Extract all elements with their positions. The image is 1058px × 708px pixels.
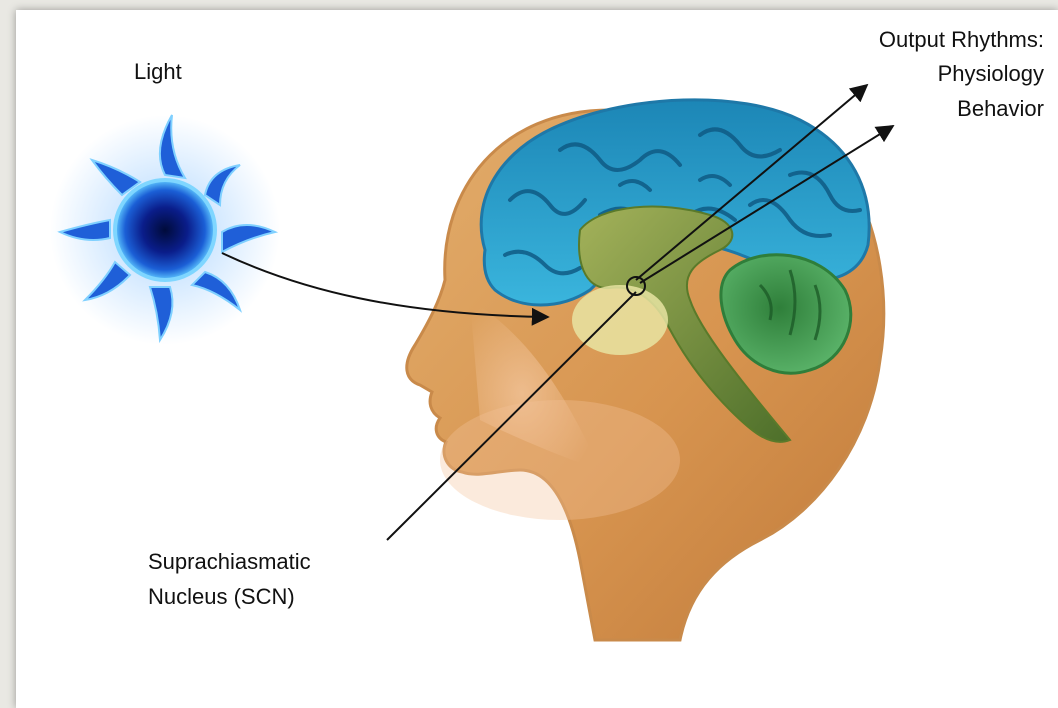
light-label: Light — [134, 58, 182, 85]
output-physiology-label: Physiology — [938, 60, 1044, 87]
scn-label-line1: Suprachiasmatic — [148, 548, 311, 575]
output-rhythms-title: Output Rhythms: — [879, 26, 1044, 53]
output-behavior-label: Behavior — [957, 95, 1044, 122]
human-head-brain-illustration — [407, 100, 884, 640]
sun-icon — [50, 115, 280, 345]
scn-label-line2: Nucleus (SCN) — [148, 583, 295, 610]
